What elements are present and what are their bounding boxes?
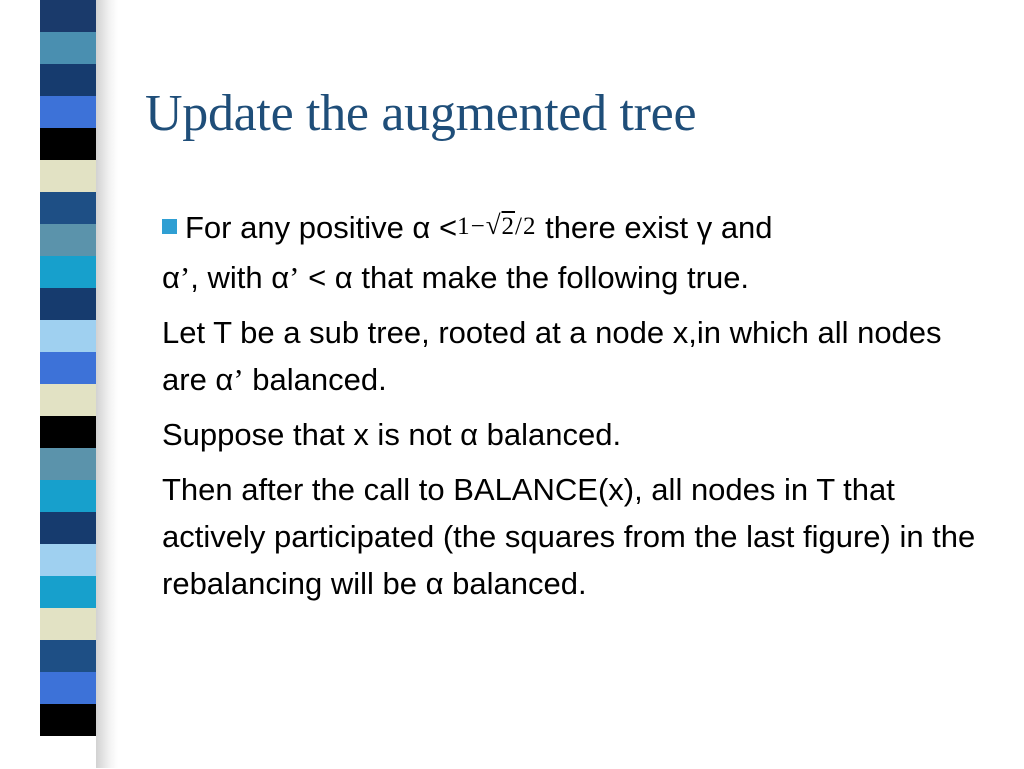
alpha-prime-mark: ’ (233, 362, 244, 397)
stripe-block (40, 64, 96, 97)
stripe-block (40, 352, 96, 385)
alpha-prime-mark: ’ (289, 260, 300, 295)
stripe-block (40, 96, 96, 129)
formula-denominator: 2 (522, 213, 537, 240)
stripe-block (40, 480, 96, 513)
square-bullet-icon (162, 219, 177, 235)
paragraph-subtree-text: Let T be a sub tree, rooted at a node x,… (162, 315, 942, 397)
bullet-after-formula: there exist γ and (536, 210, 773, 245)
slide-title: Update the augmented tree (145, 85, 697, 142)
formula-sqrt-symbol: √ (485, 210, 502, 240)
stripe-block (40, 160, 96, 193)
alpha-prime-mark: ’ (179, 260, 191, 295)
paragraph-suppose: Suppose that x is not α balanced. (162, 417, 622, 452)
stripe-block (40, 672, 96, 705)
stripe-block (40, 320, 96, 353)
stripe-block (40, 128, 96, 161)
stripe-block (40, 192, 96, 225)
sqrt-formula: 1−√2/2 (457, 202, 536, 250)
bullet-line2-a: α (162, 260, 180, 295)
formula-divide: / (515, 213, 523, 240)
decorative-stripe (0, 0, 118, 769)
stripe-block (40, 608, 96, 641)
stripe-block (40, 416, 96, 449)
bullet-intro: For any positive α < (185, 210, 458, 245)
stripe-block (40, 512, 96, 545)
stripe-block (40, 32, 96, 65)
formula-one: 1 (457, 213, 471, 240)
stripe-block (40, 640, 96, 673)
stripe-block (40, 384, 96, 417)
stripe-shadow (92, 0, 118, 768)
bullet-line2-c: < α that make the following true. (299, 260, 750, 295)
stripe-block (40, 704, 96, 737)
bullet-paragraph: For any positive α <1−√2/2 there exist γ… (162, 204, 982, 301)
stripe-block (40, 576, 96, 609)
formula-radicand: 2 (501, 213, 516, 240)
bullet-line2-b: , with α (190, 260, 290, 295)
stripe-block (40, 736, 96, 769)
stripe-block (40, 0, 96, 33)
stripe-block (40, 448, 96, 481)
stripe-block (40, 544, 96, 577)
formula-minus: − (470, 213, 486, 240)
stripe-block (40, 224, 96, 257)
paragraph-then: Then after the call to BALANCE(x), all n… (162, 472, 976, 601)
paragraph-subtree: Let T be a sub tree, rooted at a node x,… (162, 309, 982, 403)
paragraph-subtree-end: balanced. (243, 362, 387, 397)
stripe-block (40, 256, 96, 289)
stripe-blocks (40, 0, 96, 769)
stripe-block (40, 288, 96, 321)
slide-body: For any positive α <1−√2/2 there exist γ… (162, 204, 982, 615)
